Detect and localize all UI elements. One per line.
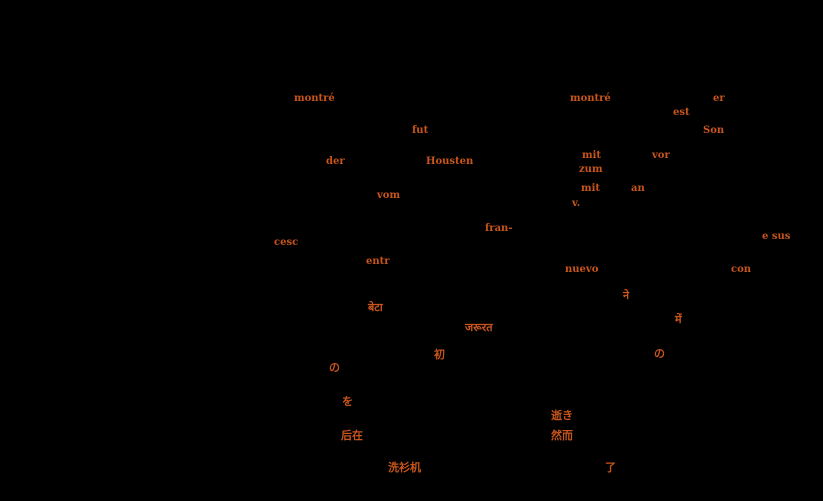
word-label: zum: [579, 164, 603, 175]
word-label: con: [731, 264, 752, 275]
word-label: Son: [703, 125, 725, 136]
word-label: 洗衫机: [388, 461, 421, 474]
word-label: mit: [581, 183, 600, 194]
word-label: fran-: [485, 223, 513, 234]
word-label: में: [675, 313, 682, 326]
word-label: 后在: [341, 429, 363, 442]
word-label: Housten: [426, 156, 474, 167]
word-label: an: [631, 183, 645, 194]
word-label: vom: [377, 190, 401, 201]
word-label: fut: [412, 125, 429, 136]
word-label: nuevo: [565, 264, 599, 275]
word-label: 初: [434, 348, 445, 361]
word-label: 然而: [551, 429, 573, 442]
word-label: v.: [572, 198, 581, 209]
word-label: जरूरत: [465, 321, 493, 334]
word-label: बेटा: [368, 301, 383, 314]
word-label: cesc: [274, 237, 299, 248]
word-label: est: [673, 107, 690, 118]
word-label: er: [713, 93, 725, 104]
word-label: の: [654, 347, 665, 360]
word-label: entr: [366, 256, 390, 267]
word-label: montré: [570, 93, 611, 104]
word-label: vor: [652, 150, 670, 161]
word-label: der: [326, 156, 345, 167]
word-label: 逝き: [551, 409, 573, 422]
word-label: を: [342, 395, 353, 408]
word-label: 了: [605, 461, 616, 474]
word-label: mit: [582, 150, 601, 161]
word-label: e sus: [762, 231, 791, 242]
word-label: の: [329, 361, 340, 374]
word-label: ने: [623, 289, 630, 302]
word-label: montré: [294, 93, 335, 104]
